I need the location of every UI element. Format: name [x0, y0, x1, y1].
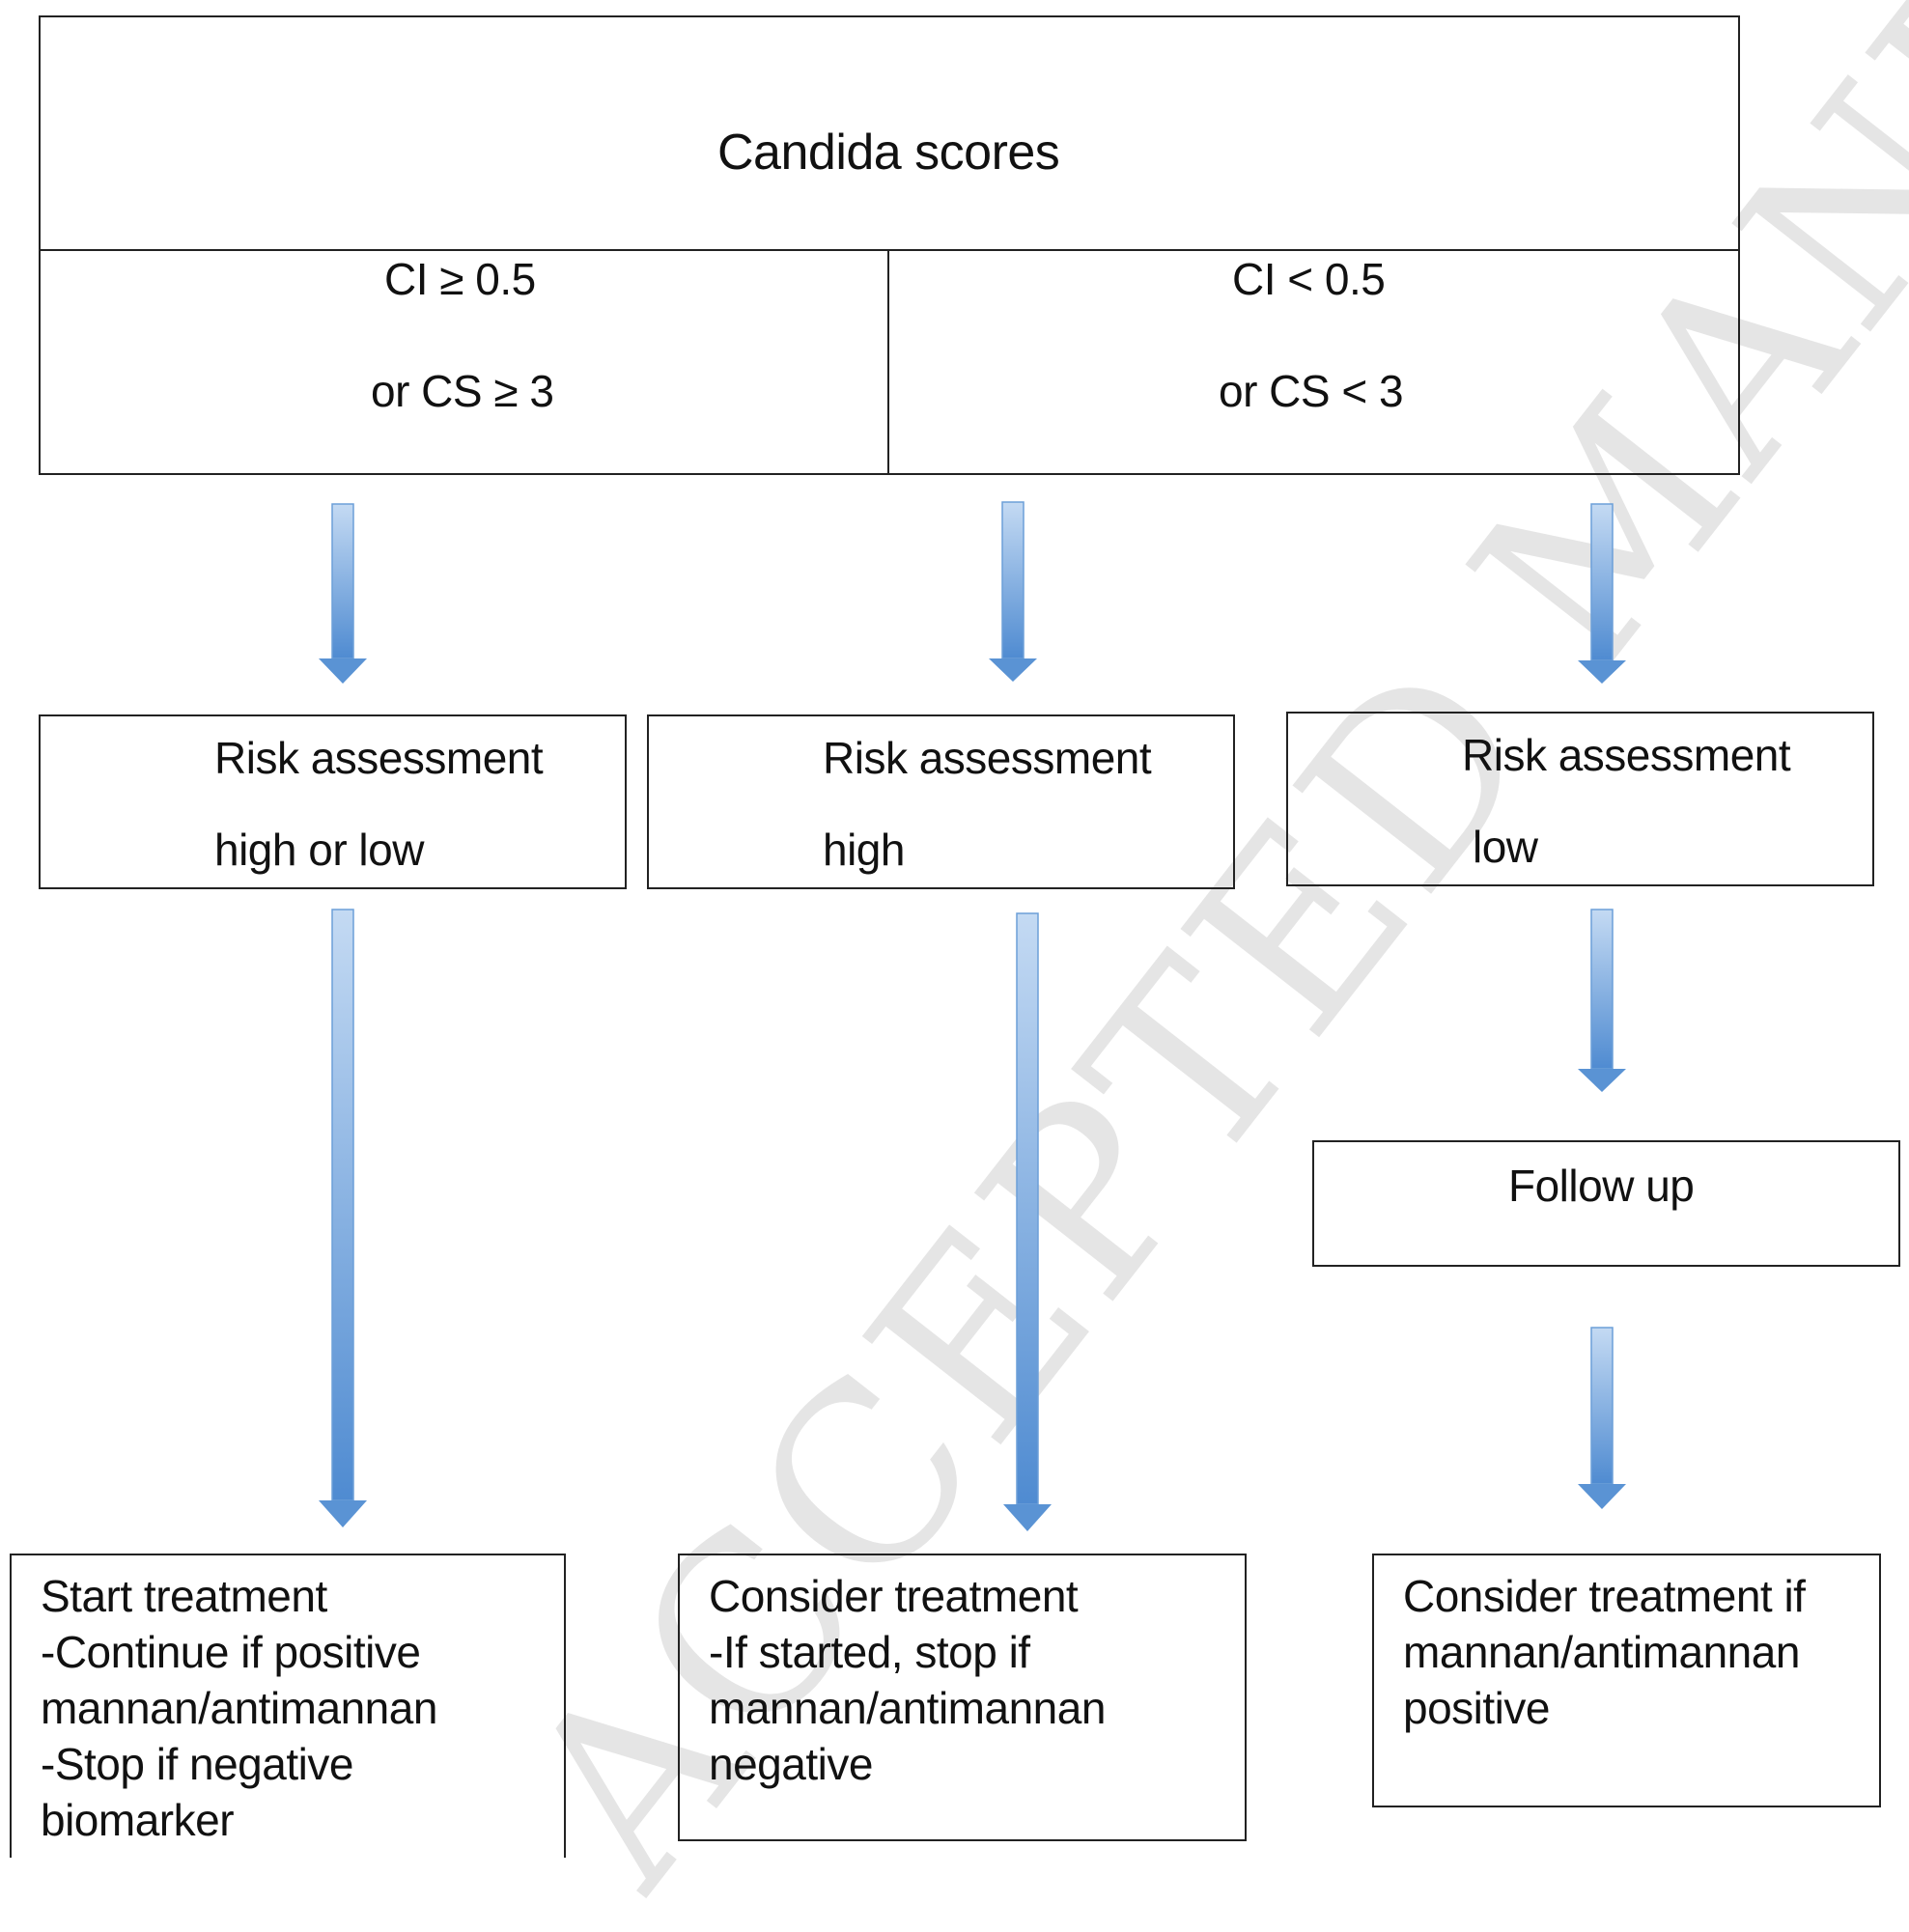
- header-column-divider: [887, 249, 889, 475]
- risk-label: Risk assessment: [823, 733, 1152, 783]
- arrow-down-icon: [319, 909, 367, 1527]
- follow-up-box: [1312, 1140, 1900, 1267]
- follow-up-label: Follow up: [1508, 1161, 1695, 1211]
- page-title: Candida scores: [717, 125, 1060, 181]
- right-criterion-line1: CI < 0.5: [1232, 254, 1386, 304]
- outcome-text-consider-if-positive: Consider treatment if mannan/antimannan …: [1403, 1571, 1806, 1733]
- right-criterion-line2: or CS < 3: [1219, 366, 1404, 416]
- risk-box-high: [647, 714, 1235, 889]
- risk-label: Risk assessment: [214, 733, 544, 783]
- arrow-down-icon: [319, 503, 367, 684]
- arrow-down-icon: [1003, 912, 1052, 1531]
- outcome-box-start-treatment: [10, 1554, 566, 1858]
- risk-level: high: [823, 825, 905, 875]
- risk-level: low: [1473, 822, 1538, 872]
- outcome-box-consider-treatment: [678, 1554, 1247, 1841]
- outcome-text-consider-treatment: Consider treatment -If started, stop if …: [709, 1571, 1106, 1789]
- outcome-text-start-treatment: Start treatment -Continue if positive ma…: [41, 1571, 437, 1845]
- left-criterion-line2: or CS ≥ 3: [371, 366, 554, 416]
- left-criterion-line1: CI ≥ 0.5: [384, 254, 536, 304]
- risk-box-high-or-low: [39, 714, 627, 889]
- arrow-down-icon: [989, 501, 1037, 682]
- flow-arrows: [319, 501, 1626, 1531]
- arrow-down-icon: [1578, 909, 1626, 1092]
- arrow-down-icon: [1578, 1327, 1626, 1509]
- outcome-box-consider-if-positive: [1372, 1554, 1881, 1807]
- risk-level: high or low: [214, 825, 424, 875]
- candida-scores-header: [39, 15, 1740, 475]
- arrow-down-icon: [1578, 503, 1626, 684]
- risk-label: Risk assessment: [1462, 730, 1791, 780]
- header-divider: [39, 249, 1740, 251]
- risk-box-low: [1286, 712, 1874, 886]
